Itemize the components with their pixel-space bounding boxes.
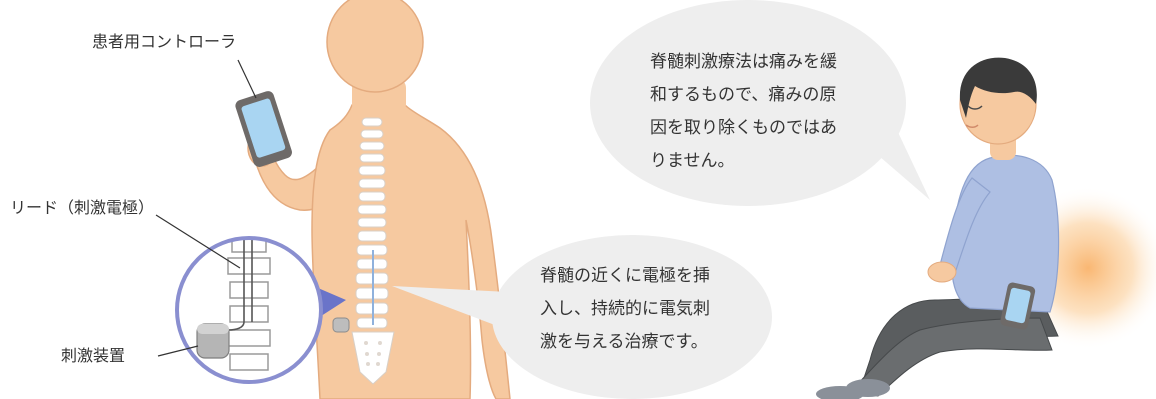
sacrum	[351, 331, 395, 385]
label-lead-electrode: リード（刺激電極）	[10, 198, 155, 217]
label-stimulator: 刺激装置	[61, 346, 126, 365]
speech-bubble-right	[590, 0, 930, 206]
controller-phone	[235, 91, 292, 167]
bubble-right-line: 脊髄刺激療法は痛みを緩	[650, 52, 837, 72]
implant-device-small	[332, 317, 350, 333]
pocket-controller	[1000, 282, 1036, 330]
label-patient-controller: 患者用コントローラ	[92, 32, 237, 51]
seated-patient	[816, 57, 1060, 399]
bubble-right-line: りません。	[650, 151, 735, 171]
magnifier-pointer	[318, 288, 346, 318]
bubble-right-text: 脊髄刺激療法は痛みを緩 和するもので、痛みの原 因を取り除くものではあ りません…	[650, 46, 837, 178]
bubble-center-line: 入し、持続的に電気刺	[540, 299, 710, 319]
spine	[355, 117, 389, 329]
patient-back-figure	[247, 0, 511, 399]
leader-controller	[237, 59, 257, 99]
speech-bubble-center	[392, 235, 772, 399]
magnifier	[175, 236, 323, 384]
bubble-center-line: 激を与える治療です。	[540, 332, 708, 352]
bubble-center-text: 脊髄の近くに電極を挿 入し、持続的に電気刺 激を与える治療です。	[540, 260, 710, 359]
leader-lead	[155, 214, 241, 269]
bubble-center-line: 脊髄の近くに電極を挿	[540, 266, 710, 286]
leader-stimulator	[157, 345, 199, 357]
bubble-right-line: 因を取り除くものではあ	[650, 118, 837, 138]
bubble-right-line: 和するもので、痛みの原	[650, 85, 837, 105]
